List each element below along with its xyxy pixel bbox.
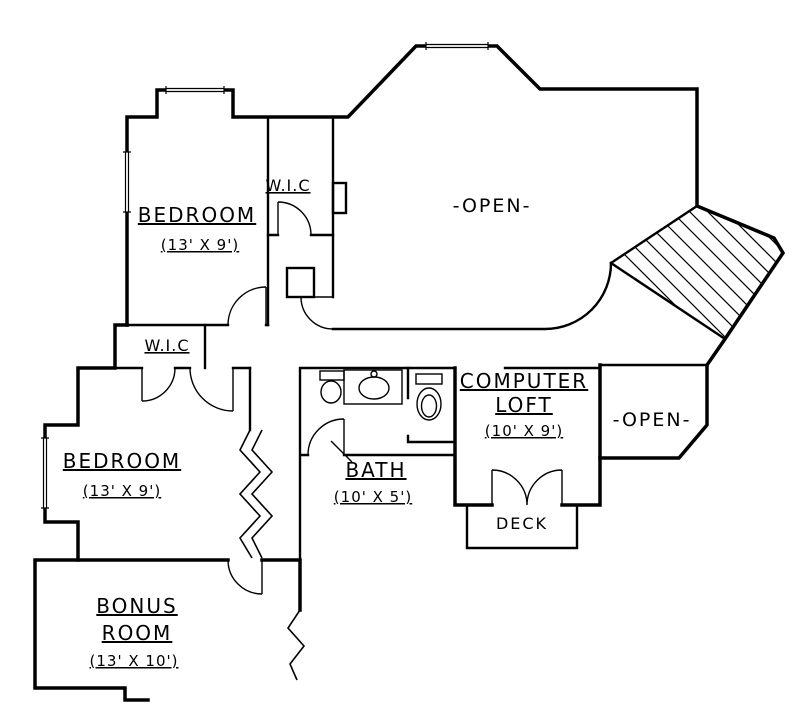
bath-label-leader-line [330,440,353,463]
room-labels: BEDROOM (13' X 9') W.I.C -OPEN- W.I.C BE… [63,176,692,670]
wc-toilet-tank [415,373,443,385]
bonus-room-name-line2: ROOM [102,621,173,645]
computer-loft-size: (10' X 9') [485,422,563,440]
break-line-hall-right [250,429,274,559]
break-line-hall-left [238,429,262,559]
break-lines [238,429,306,681]
label-wic-lower: W.I.C [144,336,189,355]
door-hall-to-open [300,296,334,330]
windows [41,42,489,509]
bonus-room-size: (13' X 10') [90,652,179,670]
door-bath [307,418,345,456]
door-bedroom-lower [189,367,234,412]
sink-faucet [370,370,378,378]
label-bath: BATH (10' X 5') [334,458,412,506]
toilet-bowl [320,380,342,404]
bonus-room-name-line1: BONUS [96,594,177,618]
bath-fixtures [319,369,443,463]
window-open-top [425,42,489,50]
bedroom-upper-size: (13' X 9') [161,236,239,254]
label-wic-upper: W.I.C [265,176,310,195]
label-deck: DECK [496,514,548,533]
wic-lower-name: W.I.C [144,336,189,355]
window-bedroom-upper-left [123,151,131,213]
deck-name: DECK [496,514,548,533]
staircase [609,204,783,341]
stair-rails [609,204,727,341]
sink-basin [358,376,390,400]
bath-size: (10' X 5') [334,488,412,506]
open-side-name: -OPEN- [613,409,692,431]
interior-walls [113,115,709,562]
label-bonus-room: BONUS ROOM (13' X 10') [90,594,179,670]
bedroom-lower-name: BEDROOM [63,449,181,473]
label-bedroom-lower: BEDROOM (13' X 9') [63,449,181,500]
label-open-side: -OPEN- [613,409,692,431]
vanity-counter [343,369,403,405]
wc-toilet-bowl [416,387,442,421]
bath-name: BATH [345,458,406,482]
wall-chase [331,181,348,215]
chase-box [285,266,316,299]
door-bonus-room [227,559,263,595]
stair-treads [611,206,783,339]
door-wic-upper [277,201,312,236]
wc-toilet-bowl-inner [420,394,438,418]
deck-outline [465,503,579,550]
open-main-name: -OPEN- [453,195,532,217]
toilet-tank [319,370,345,381]
computer-loft-name-line2: LOFT [495,393,553,417]
label-computer-loft: COMPUTER LOFT (10' X 9') [460,369,588,440]
break-line-bonus-wall [286,609,306,681]
bedroom-lower-size: (13' X 9') [83,482,161,500]
door-wic-lower [141,367,176,402]
doors [141,201,563,595]
wic-upper-name: W.I.C [265,176,310,195]
label-bedroom-upper: BEDROOM (13' X 9') [138,203,256,254]
window-bedroom-upper-top [165,86,225,94]
window-bedroom-lower-left [41,437,49,509]
door-bedroom-upper [227,286,267,326]
label-open-main: -OPEN- [453,195,532,217]
bedroom-upper-name: BEDROOM [138,203,256,227]
computer-loft-name-line1: COMPUTER [460,369,588,393]
door-deck-double [491,469,563,506]
